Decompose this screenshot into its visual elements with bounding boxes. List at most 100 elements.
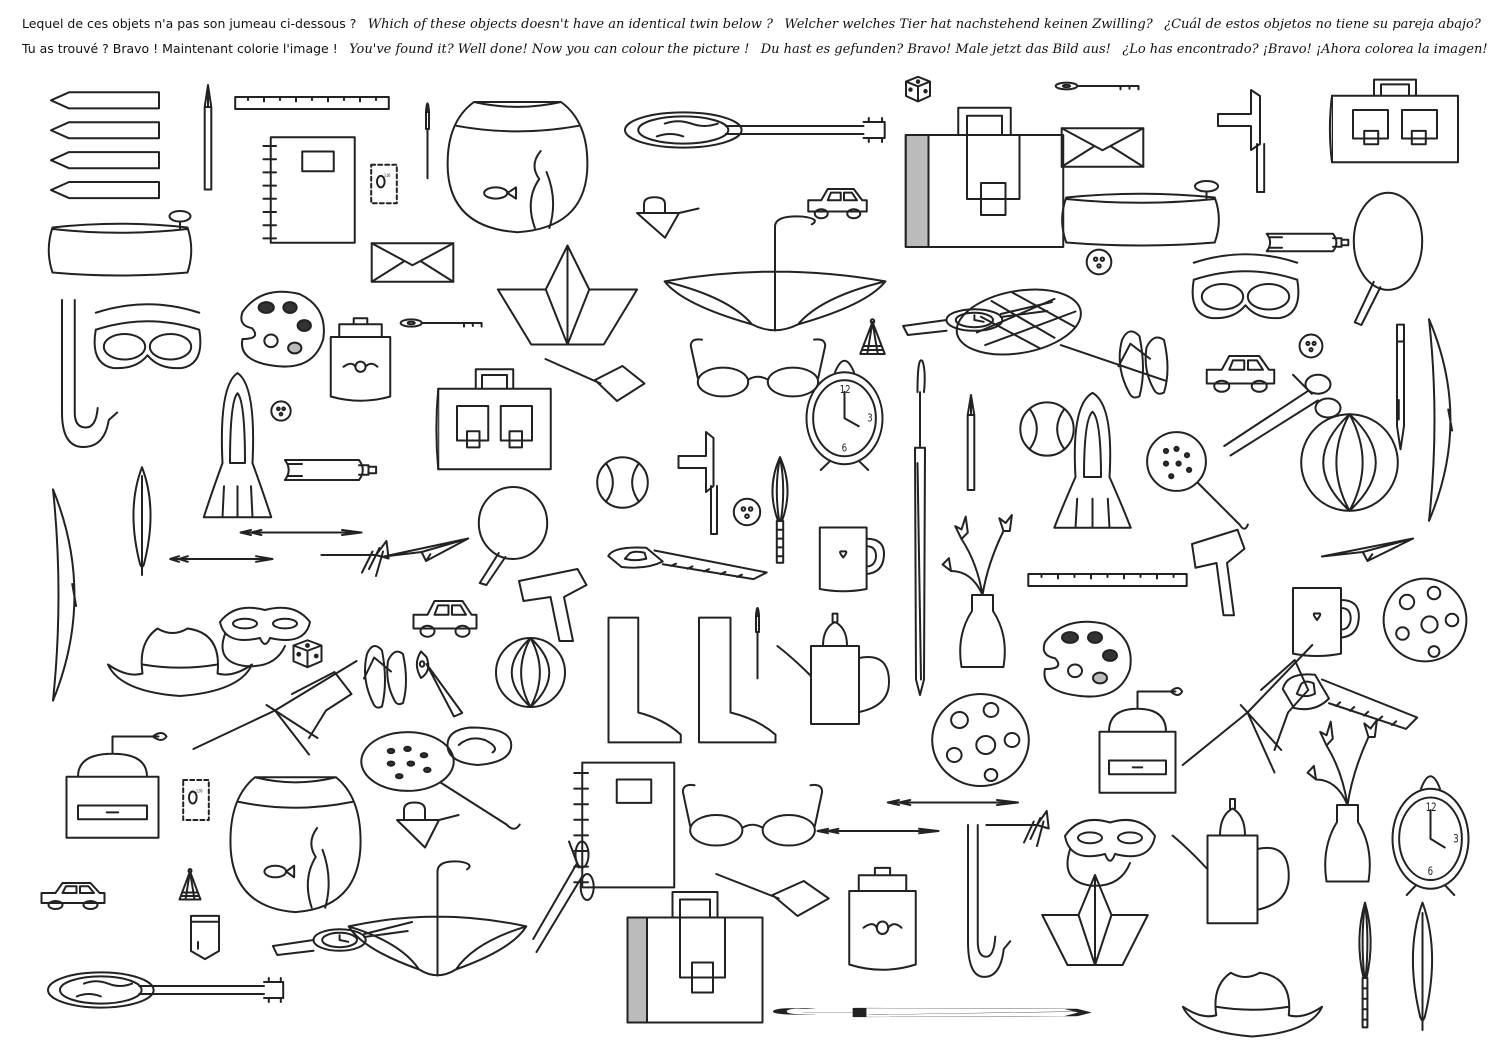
- bow-drawing: [1418, 315, 1473, 525]
- mallet-icon: [710, 860, 835, 930]
- swim-fin-drawing: [200, 370, 275, 525]
- paper-boat-drawing: [495, 240, 640, 350]
- diving-mask-icon: [1188, 250, 1303, 335]
- flower-vase-icon: [1295, 720, 1400, 890]
- fishbowl-icon: [445, 95, 590, 235]
- paintbrush-drawing: [745, 600, 770, 680]
- pen-drawing: [1383, 322, 1418, 452]
- cowboy-hat-icon: [105, 615, 255, 705]
- coffee-pot-drawing: [775, 610, 895, 730]
- shuttlecock-drawing: [855, 318, 890, 358]
- padlock-icon: [390, 800, 460, 850]
- whisk-icon: [1350, 900, 1380, 1030]
- pencil-case-drawing: [45, 205, 195, 280]
- slingshot-icon: [1180, 630, 1315, 780]
- closed-umbrella-icon: [895, 355, 945, 695]
- satchel-drawing: [897, 95, 1072, 255]
- car-icon: [1203, 345, 1278, 400]
- pencils-icon: [45, 90, 165, 205]
- mask-icon: [215, 590, 315, 670]
- umbrella-drawing: [345, 860, 530, 985]
- car-drawing: [410, 590, 480, 645]
- ladle-drawing: [358, 730, 523, 835]
- tennis-ball-drawing: [595, 455, 650, 510]
- notebook-icon: [255, 135, 360, 245]
- slipper-icon: [440, 725, 515, 775]
- satchel-icon: [1325, 72, 1465, 167]
- notebook-icon: [565, 760, 680, 890]
- envelope-icon: [1060, 120, 1145, 175]
- button-drawing: [732, 497, 762, 527]
- arrow-drawing: [168, 545, 278, 573]
- saw-icon: [1280, 670, 1420, 765]
- instruction-fr: Lequel de ces objets n'a pas son jumeau …: [22, 16, 357, 31]
- hammer-icon: [1215, 78, 1275, 198]
- coffee-pot-icon: [775, 610, 895, 730]
- ping-pong-paddle-drawing: [475, 485, 570, 585]
- paintbrush-icon: [415, 95, 440, 180]
- stamp-icon: 3,00: [180, 775, 212, 825]
- stamp-drawing: 3,00: [180, 775, 212, 825]
- arrow-icon: [168, 545, 278, 573]
- beach-ball-drawing: [493, 635, 568, 710]
- flower-vase-drawing: [930, 515, 1035, 675]
- car-drawing: [805, 180, 870, 225]
- scissors-drawing: [530, 835, 595, 965]
- beach-ball-icon: [1297, 410, 1402, 515]
- tennis-racket-icon: [960, 280, 1170, 385]
- pencil-case-icon: [45, 205, 195, 280]
- mallet-icon: [540, 345, 650, 415]
- satchel-icon: [897, 95, 1072, 255]
- instruction-de: Welcher welches Tier hat nachstehend kei…: [784, 17, 1153, 32]
- svg-text:3,00: 3,00: [384, 173, 391, 178]
- button-drawing: [1298, 333, 1324, 359]
- diving-mask-drawing: [1188, 250, 1303, 335]
- hair-dryer-drawing: [510, 565, 600, 645]
- key-drawing: [398, 308, 486, 338]
- jar-icon: [835, 870, 930, 975]
- hair-dryer-drawing: [1185, 525, 1255, 620]
- palette-drawing: [233, 285, 328, 375]
- whisk-icon: [760, 455, 800, 565]
- car-icon: [38, 875, 108, 915]
- flower-vase-drawing: [1295, 720, 1400, 890]
- tennis-ball-icon: [1018, 400, 1076, 458]
- swim-fin-icon: [200, 370, 275, 525]
- paper-plane-icon: [1320, 525, 1415, 570]
- paint-tube-icon: [1265, 225, 1350, 260]
- svg-text:12: 12: [840, 384, 851, 396]
- safety-pin-drawing: [410, 650, 465, 720]
- mask-drawing: [215, 590, 315, 670]
- button-icon: [732, 497, 762, 527]
- wristwatch-icon: [270, 910, 415, 970]
- pencil-drawing: [197, 85, 219, 195]
- snorkel-icon: [955, 825, 1020, 980]
- ping-pong-paddle-icon: [475, 485, 570, 585]
- safety-pin-icon: [410, 650, 465, 720]
- pencil-case-drawing: [1058, 175, 1223, 250]
- button-icon: [270, 400, 292, 422]
- slingshot-drawing: [190, 650, 360, 760]
- envelope-icon: [370, 235, 455, 290]
- bow-icon: [1418, 315, 1473, 525]
- saw-icon: [605, 545, 770, 600]
- feathered-arrow-drawing: [320, 520, 390, 590]
- paper-plane-icon: [382, 525, 470, 570]
- car-icon: [410, 590, 480, 645]
- ruler-icon: [232, 88, 392, 118]
- envelope-drawing: [370, 235, 455, 290]
- instruction-en-2: You've found it? Well done! Now you can …: [349, 42, 750, 57]
- pencil-drawing: [960, 395, 982, 495]
- arrow-drawing: [238, 520, 368, 545]
- ruler-drawing: [232, 88, 392, 118]
- bow-drawing: [42, 485, 97, 705]
- arrow-drawing: [885, 790, 1025, 815]
- key-icon: [398, 308, 486, 338]
- car-icon: [805, 180, 870, 225]
- pen-drawing: [135, 915, 275, 960]
- fishbowl-icon: [228, 770, 363, 915]
- whisk-drawing: [760, 455, 800, 565]
- whisk-drawing: [1350, 900, 1380, 1030]
- flower-vase-icon: [930, 515, 1035, 675]
- paper-boat-icon: [1040, 870, 1150, 970]
